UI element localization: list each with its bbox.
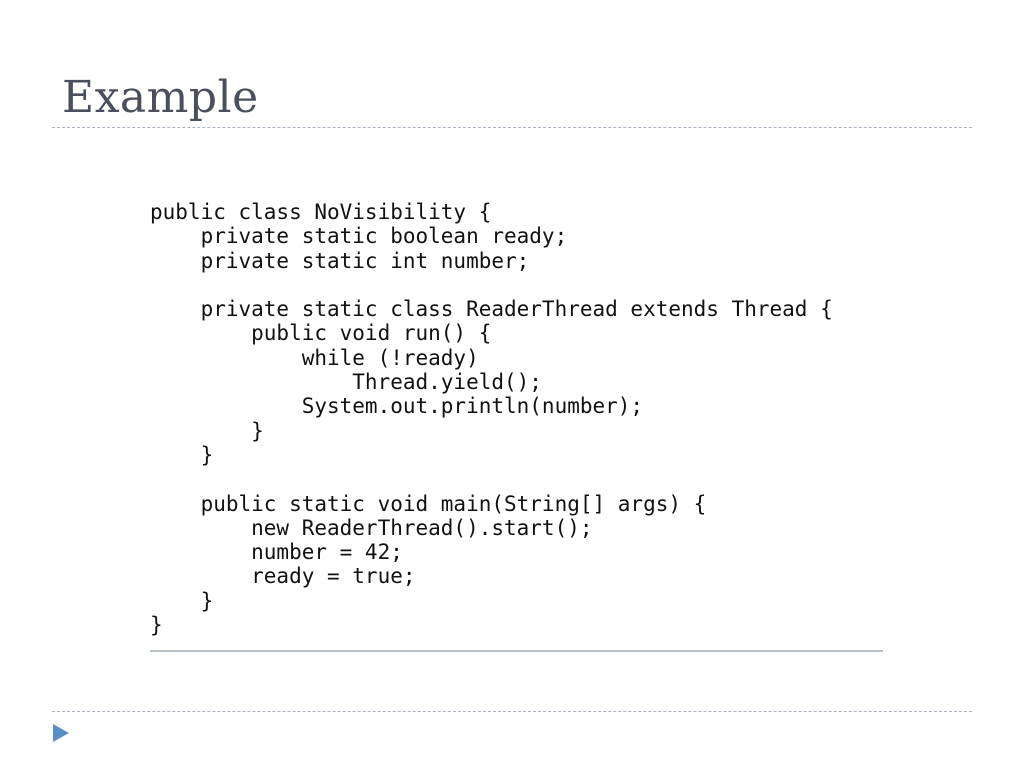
code-line: }	[150, 418, 264, 443]
code-line: public static void main(String[] args) {	[150, 491, 707, 516]
code-line: }	[150, 588, 214, 613]
code-line: public void run() {	[150, 321, 492, 346]
code-line: ready = true;	[150, 564, 416, 589]
code-line: Thread.yield();	[150, 370, 542, 395]
triangle-right-icon[interactable]	[52, 723, 70, 743]
code-line: new ReaderThread().start();	[150, 515, 593, 540]
code-line: public class NoVisibility {	[150, 200, 492, 224]
code-line: }	[150, 442, 214, 467]
code-line: private static boolean ready;	[150, 224, 568, 249]
code-line: System.out.println(number);	[150, 394, 644, 419]
code-line	[150, 467, 882, 491]
code-block-underline	[150, 650, 883, 652]
title-divider	[52, 127, 972, 128]
code-line: private static class ReaderThread extend…	[150, 297, 833, 322]
footer-divider	[52, 711, 972, 712]
code-line	[150, 273, 882, 297]
slide-title: Example	[62, 72, 259, 123]
code-line: while (!ready)	[150, 345, 479, 370]
code-line: }	[150, 613, 163, 638]
code-line: private static int number;	[150, 248, 530, 273]
code-line: number = 42;	[150, 540, 403, 565]
code-block: public class NoVisibility { private stat…	[150, 200, 882, 637]
